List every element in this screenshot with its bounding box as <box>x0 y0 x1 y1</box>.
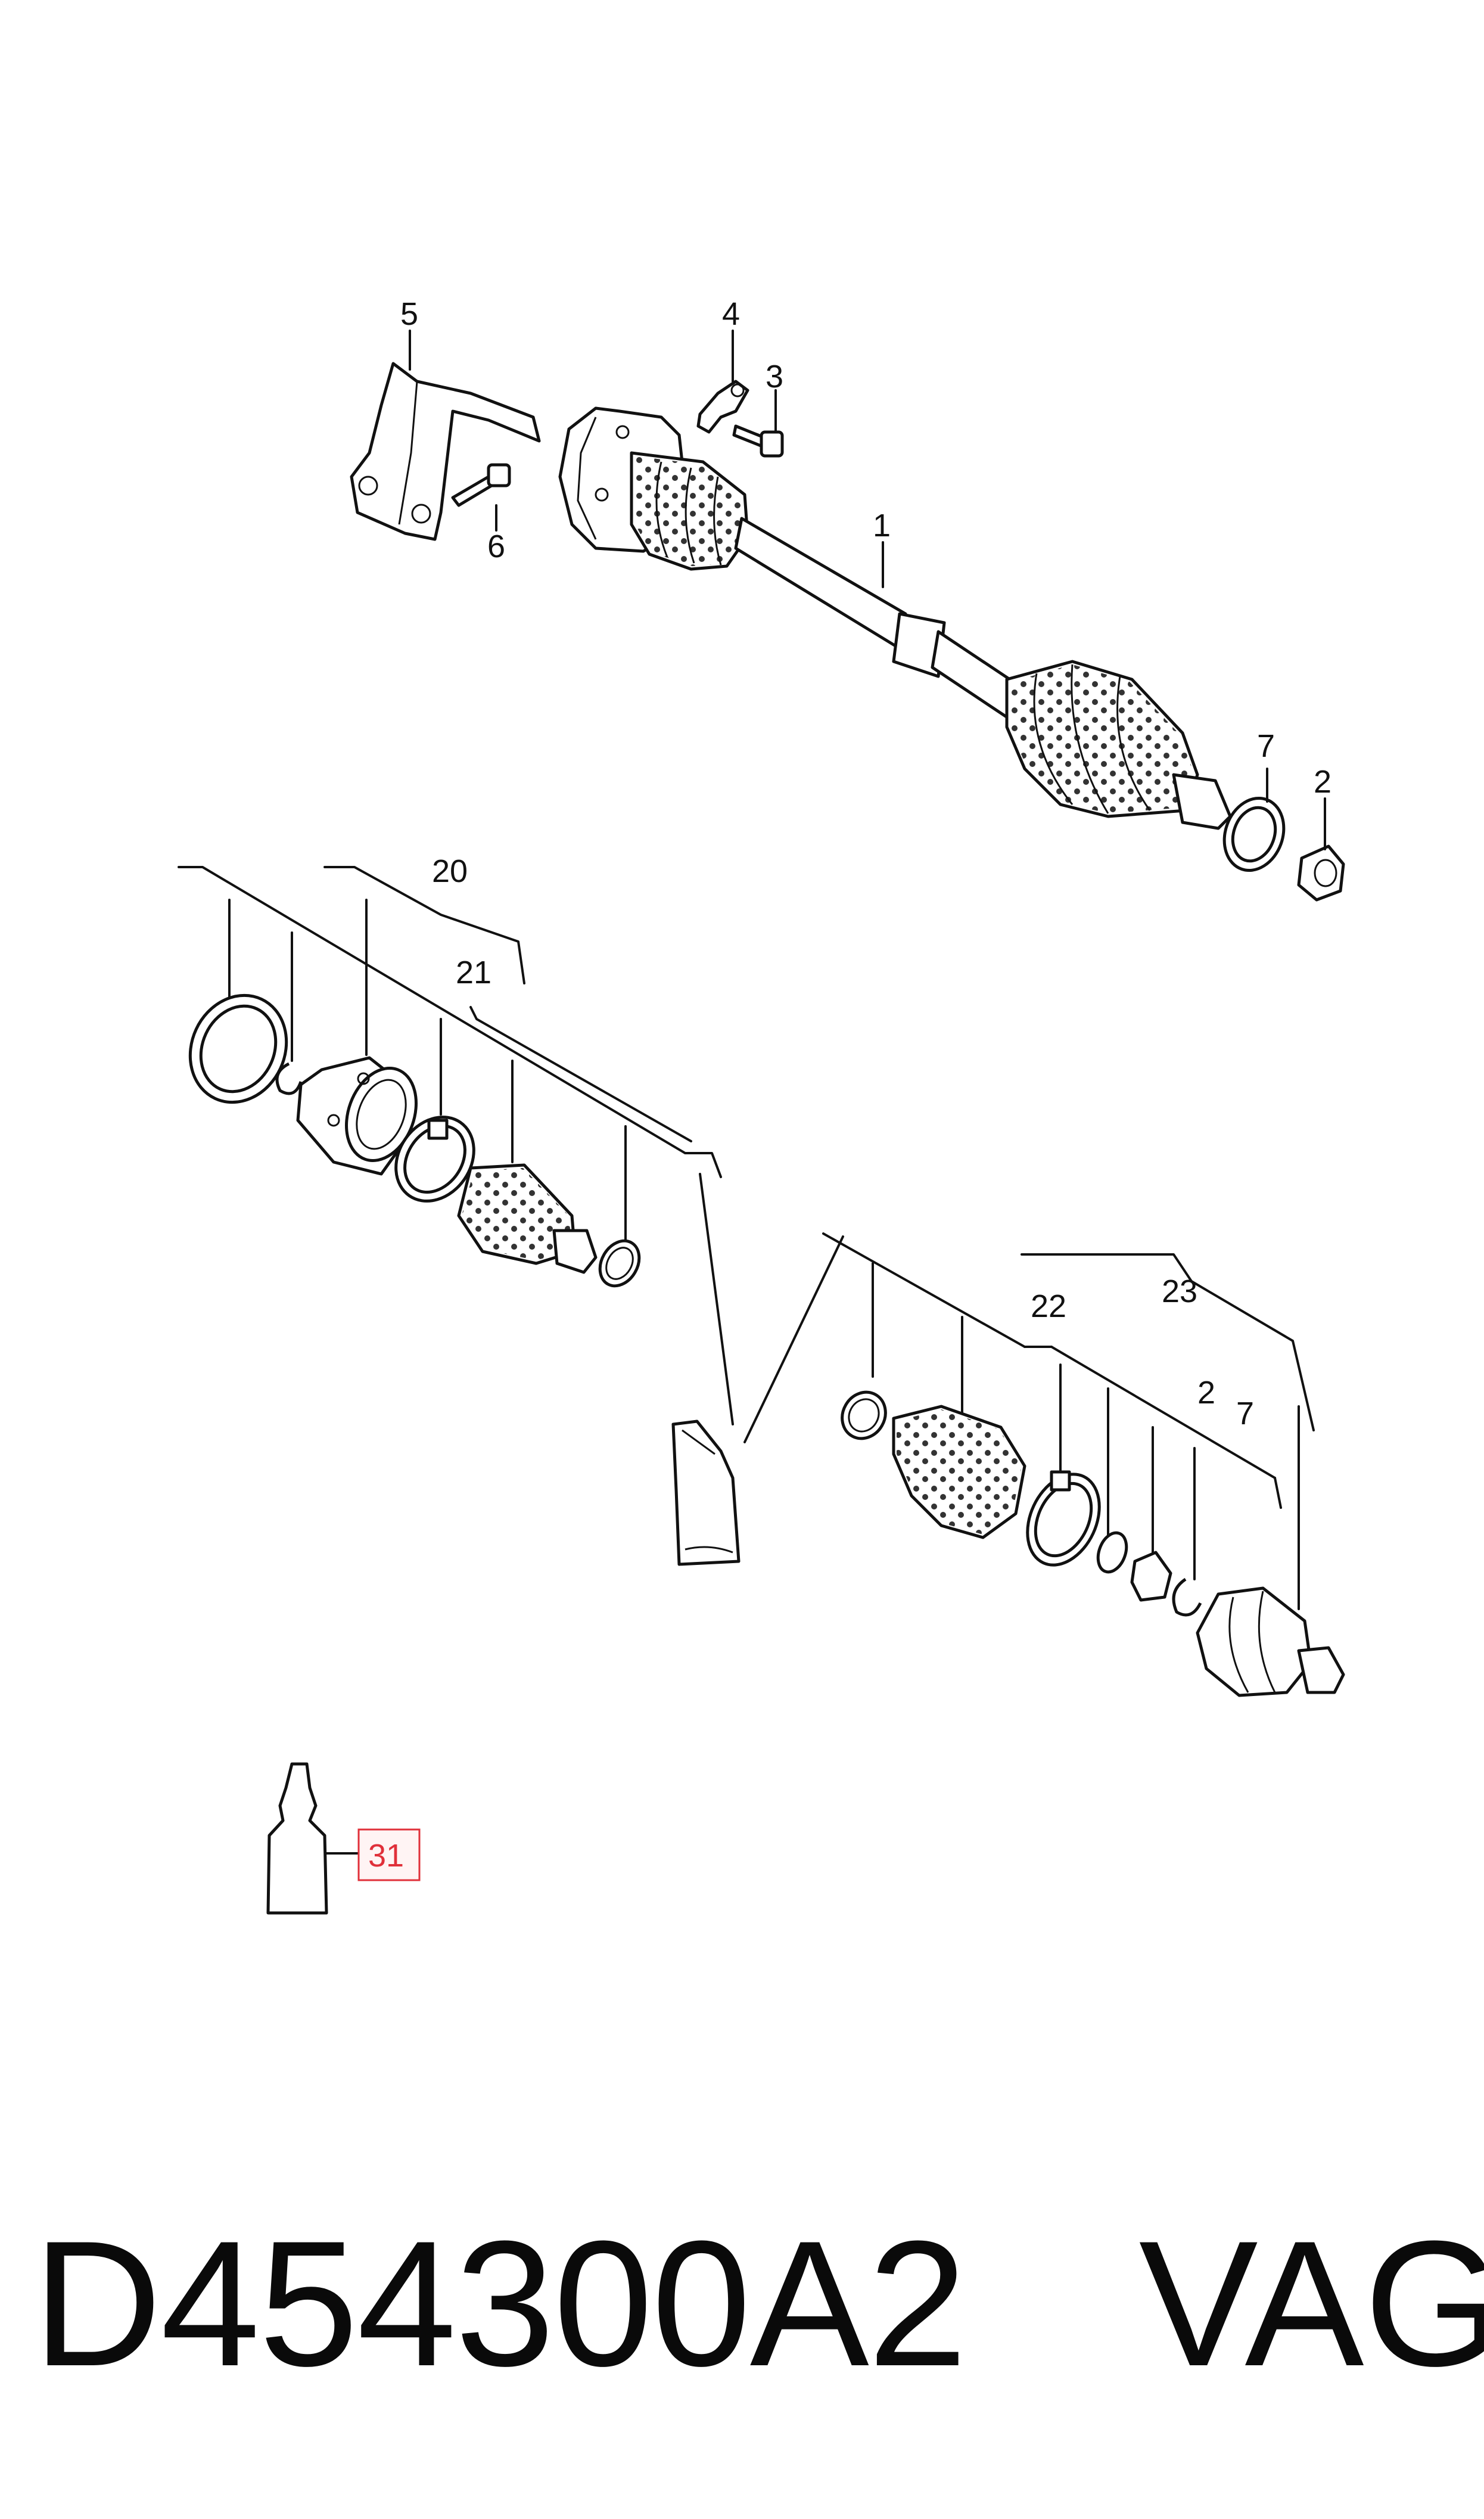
heat-shield-bolt <box>451 463 511 507</box>
shaft-bolt <box>732 424 784 458</box>
callout-23: 23 <box>1162 1274 1197 1309</box>
axle-shaft <box>734 517 1021 723</box>
callout-labels: 1 2 3 4 5 6 7 20 21 22 23 2 7 31 <box>368 296 1331 1874</box>
callout-5: 5 <box>400 296 418 332</box>
callout-7: 7 <box>1257 728 1275 764</box>
footer-caption: D454300A2 VAG <box>33 2203 1484 2403</box>
callout-7-kit: 7 <box>1236 1396 1254 1431</box>
callout-2: 2 <box>1314 764 1331 800</box>
lock-plate <box>696 380 749 434</box>
callout-1: 1 <box>873 508 891 543</box>
drive-shaft-assembly <box>350 362 1345 902</box>
outer-cv-joint <box>1005 660 1232 830</box>
callout-21: 21 <box>456 955 491 990</box>
callout-leaders-upper <box>409 330 1326 850</box>
callout-22: 22 <box>1031 1288 1066 1324</box>
callout-31: 31 <box>368 1838 404 1874</box>
inner-joint-repair-kit <box>178 866 1282 1566</box>
callout-2-kit: 2 <box>1197 1375 1215 1411</box>
outer-joint-repair-kit <box>841 1253 1345 1697</box>
brand-name: VAG <box>1138 2203 1484 2403</box>
heat-shield <box>350 362 541 541</box>
callout-20: 20 <box>432 853 468 889</box>
highlight-box <box>357 1828 421 1881</box>
inner-cv-joint <box>558 406 749 571</box>
part-number: D454300A2 <box>33 2203 967 2403</box>
callout-6: 6 <box>487 529 505 564</box>
callout-3: 3 <box>766 359 783 395</box>
washer <box>1222 796 1286 872</box>
hub-nut <box>1297 844 1345 902</box>
callout-4: 4 <box>722 296 740 332</box>
grease-bottle <box>266 1762 359 1915</box>
